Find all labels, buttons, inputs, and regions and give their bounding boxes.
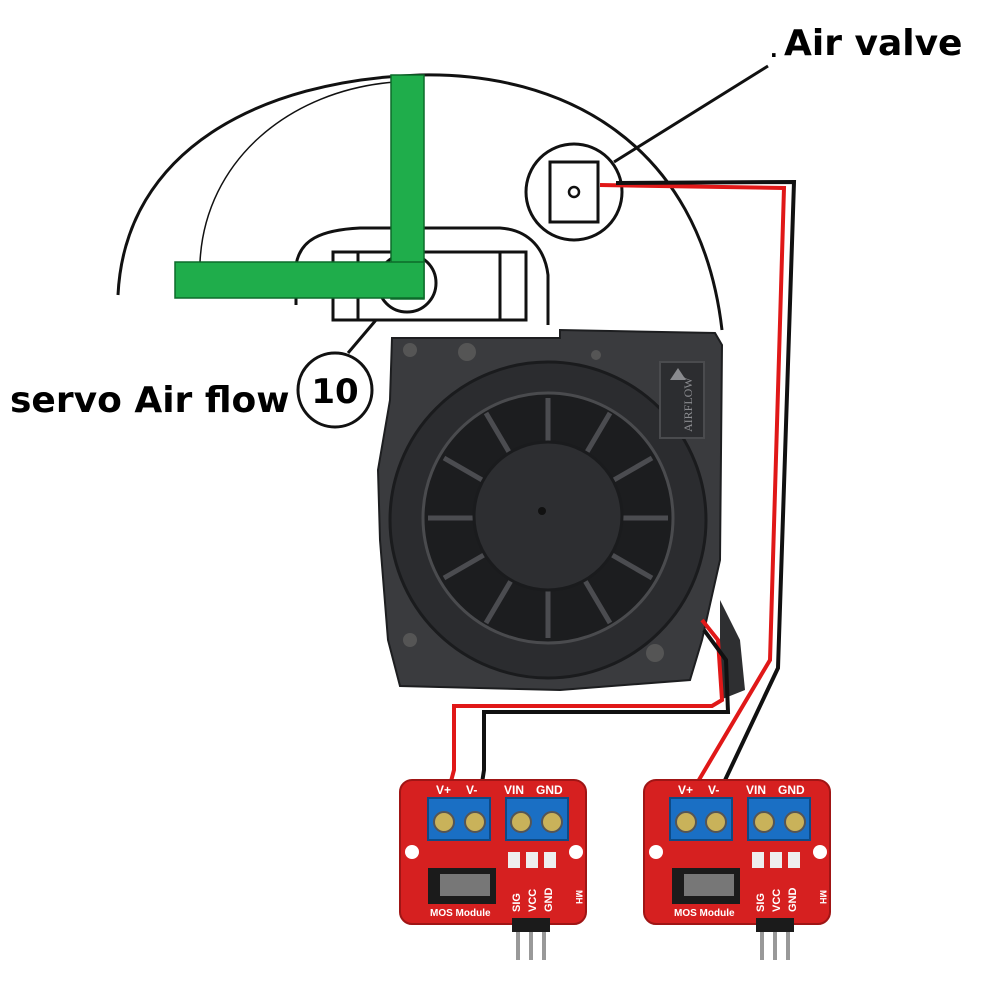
left-sig: SIG bbox=[511, 893, 523, 912]
label-dot: . bbox=[770, 38, 778, 62]
left-vin: VIN bbox=[504, 783, 524, 797]
left-module-label: MOS Module bbox=[430, 908, 491, 919]
mos-module-right: V+ V- VIN GND MOS Module SIG VCC GND MH bbox=[644, 780, 830, 960]
left-v-plus: V+ bbox=[436, 783, 451, 797]
right-module-label: MOS Module bbox=[674, 908, 735, 919]
right-vin: VIN bbox=[746, 783, 766, 797]
right-vcc: VCC bbox=[771, 889, 783, 912]
housing-inner-curve bbox=[200, 82, 395, 262]
left-gnd-pin: GND bbox=[543, 888, 555, 913]
servo-number: 10 bbox=[311, 372, 358, 412]
right-gnd-pin: GND bbox=[787, 888, 799, 913]
servo-pointer-line bbox=[348, 320, 376, 353]
fan-hub bbox=[474, 442, 622, 590]
servo-label: servo Air flow bbox=[10, 380, 290, 421]
blower-fan: AIRFLOW bbox=[378, 330, 745, 700]
right-v-minus: V- bbox=[708, 783, 719, 797]
right-mh: MH bbox=[818, 890, 828, 904]
left-gnd: GND bbox=[536, 783, 563, 797]
mos-module-left: V+ V- VIN GND MOS Module SIG VCC GND MH bbox=[400, 780, 586, 960]
fan-airflow-text: AIRFLOW bbox=[681, 377, 695, 432]
air-valve-pointer bbox=[614, 66, 768, 162]
left-vcc: VCC bbox=[527, 889, 539, 912]
air-valve bbox=[526, 144, 622, 240]
air-valve-label: Air valve bbox=[784, 23, 962, 64]
left-mh: MH bbox=[574, 890, 584, 904]
left-v-minus: V- bbox=[466, 783, 477, 797]
right-v-plus: V+ bbox=[678, 783, 693, 797]
right-gnd: GND bbox=[778, 783, 805, 797]
right-sig: SIG bbox=[755, 893, 767, 912]
